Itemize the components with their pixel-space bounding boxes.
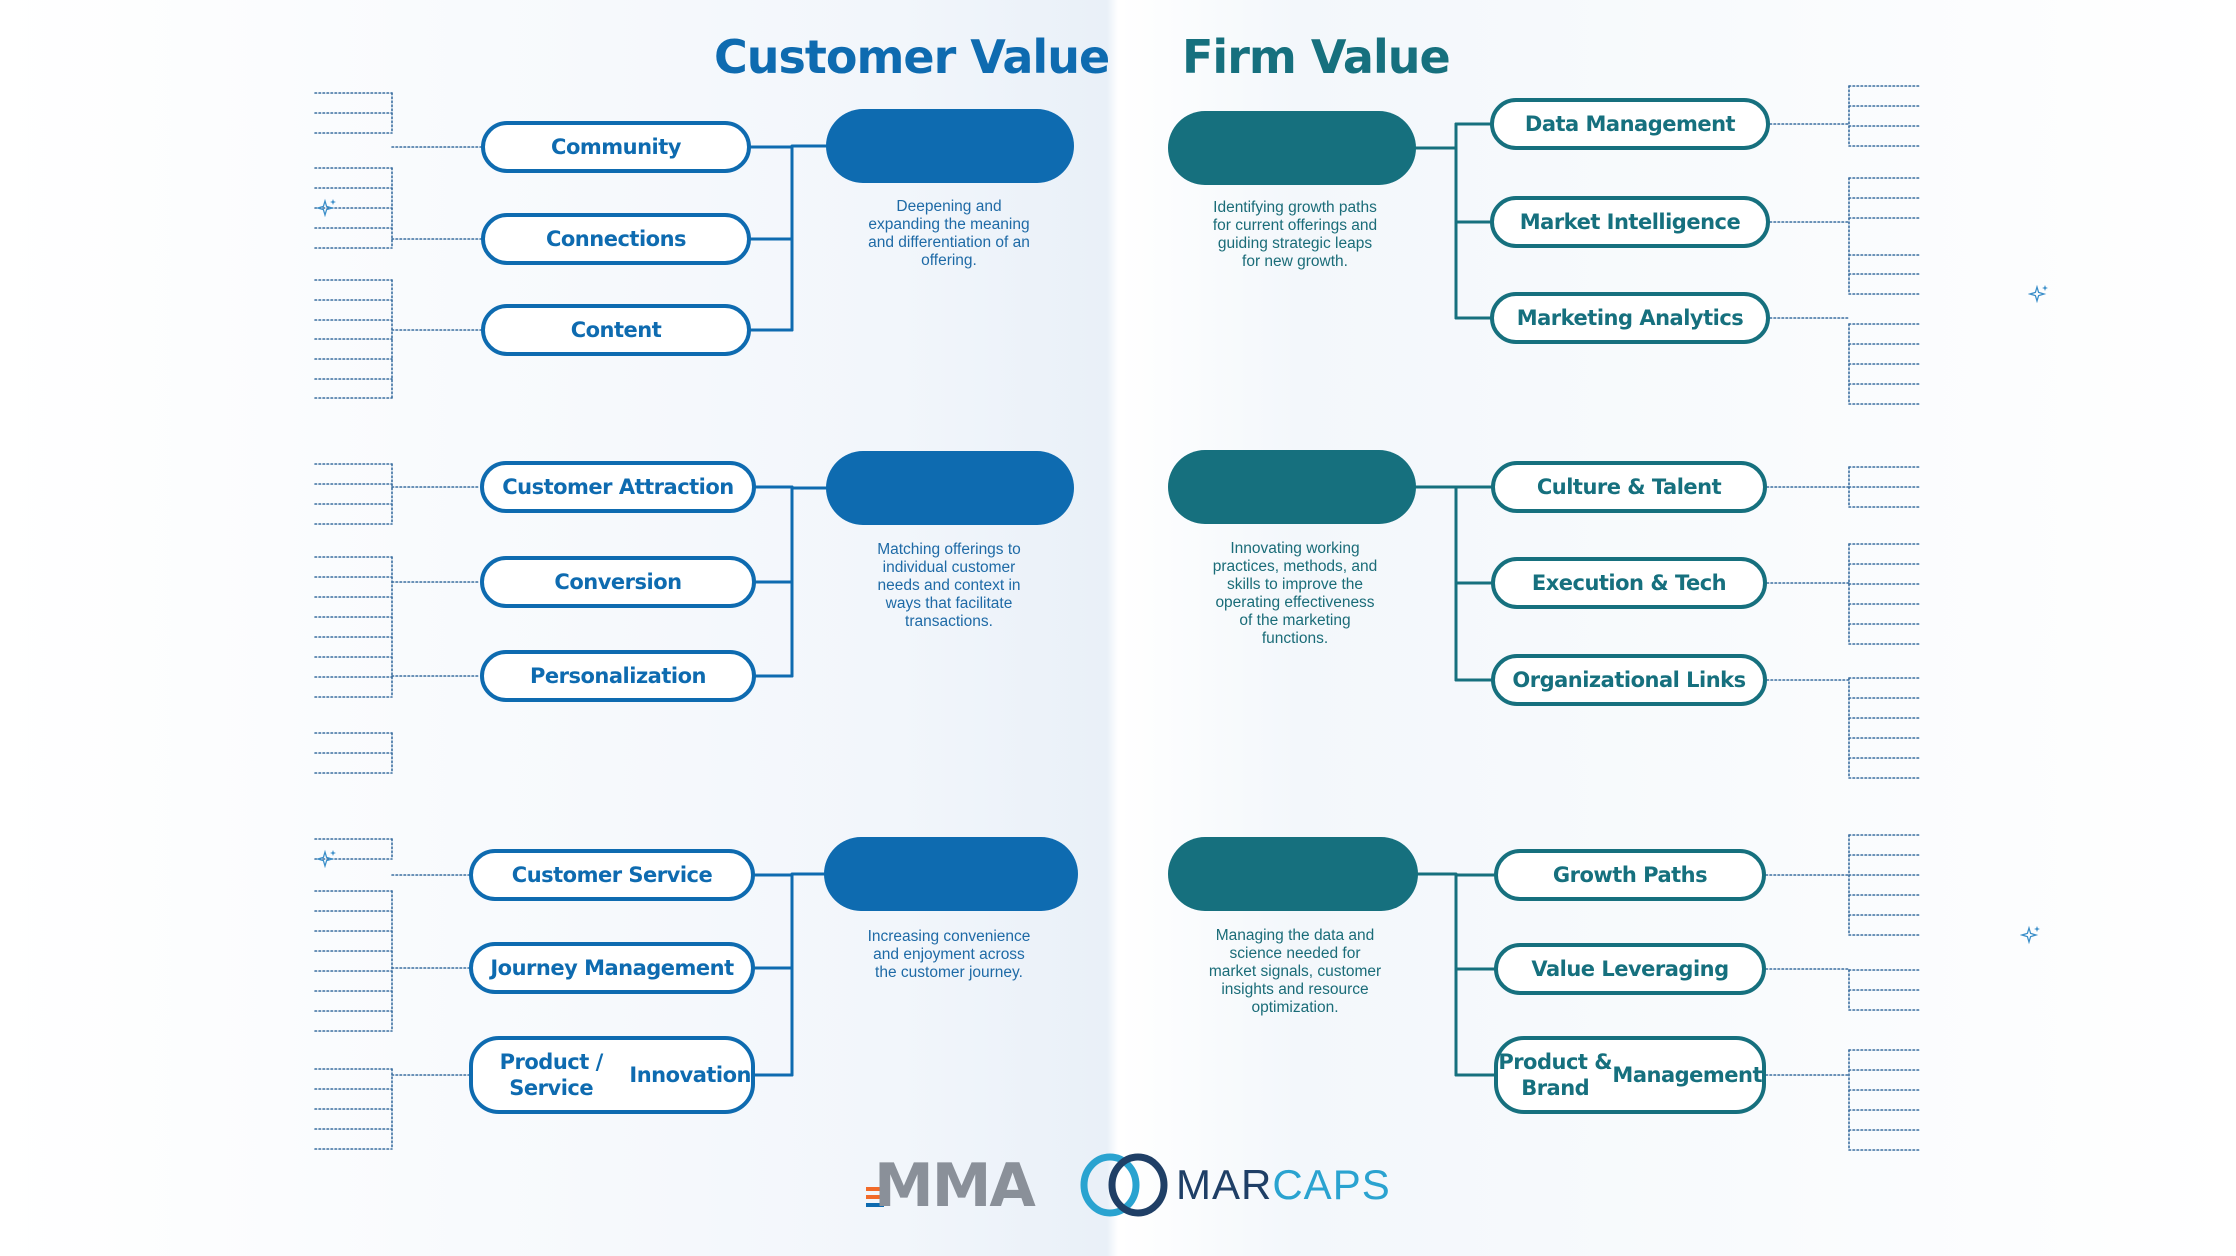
- node-label: Marketing Analytics: [1516, 305, 1744, 330]
- product-service-innovation-node: Product / Service Innovation: [469, 1036, 755, 1114]
- description-line: needs and context in: [877, 577, 1021, 594]
- sparkle-icon: [2019, 925, 2040, 945]
- description-line: practices, methods, and: [1212, 558, 1378, 575]
- customer-attraction-node: Customer Attraction: [480, 461, 756, 513]
- description-line: guiding strategic leaps: [1217, 235, 1373, 252]
- description-line: for current offerings and: [1212, 217, 1378, 234]
- market-intelligence-node: Market Intelligence: [1490, 196, 1770, 248]
- description-line: Managing the data and: [1215, 927, 1375, 944]
- marketing-analytics-node: Marketing Analytics: [1490, 292, 1770, 344]
- experience-hub: [824, 837, 1078, 911]
- community-node: Community: [481, 121, 751, 173]
- node-label: Growth Paths: [1552, 862, 1708, 887]
- mma-logo: MMA: [866, 1151, 1038, 1221]
- growth-paths-node: Growth Paths: [1494, 849, 1766, 901]
- data-management-node: Data Management: [1490, 98, 1770, 150]
- node-label: Culture & Talent: [1536, 474, 1722, 499]
- strategic-hub: [1168, 837, 1418, 911]
- knowledge-hub: [1168, 111, 1416, 185]
- description-line: operating effectiveness: [1215, 594, 1375, 611]
- node-label: Market Intelligence: [1519, 209, 1741, 234]
- description-line: Deepening and: [896, 198, 1002, 215]
- description-line: insights and resource: [1221, 981, 1369, 998]
- exchange-hub: [826, 451, 1074, 525]
- description-line: and enjoyment across: [873, 946, 1025, 963]
- node-label: Management: [1612, 1062, 1762, 1087]
- sparkle-icon: [316, 198, 336, 218]
- customer-value-title: Customer Value: [714, 30, 1110, 84]
- description-line: skills to improve the: [1226, 576, 1364, 593]
- description-line: optimization.: [1251, 999, 1339, 1016]
- description-line: expanding the meaning: [868, 216, 1030, 233]
- personalization-node: Personalization: [480, 650, 756, 702]
- description-line: of the marketing: [1239, 612, 1351, 629]
- description-line: Innovating working: [1230, 540, 1360, 557]
- node-label: Product / Service: [499, 1049, 604, 1100]
- culture-talent-node: Culture & Talent: [1491, 461, 1767, 513]
- description-line: offering.: [921, 252, 977, 269]
- node-label: Content: [570, 317, 662, 342]
- description-line: Matching offerings to: [877, 541, 1021, 558]
- node-label: Execution & Tech: [1531, 570, 1727, 595]
- sparkle-icon: [316, 849, 336, 869]
- content-node: Content: [481, 304, 751, 356]
- journey-management-node: Journey Management: [469, 942, 755, 994]
- organizational-links-node: Organizational Links: [1491, 654, 1767, 706]
- conversion-node: Conversion: [480, 556, 756, 608]
- node-label: Organizational Links: [1512, 667, 1746, 692]
- node-label: Personalization: [530, 663, 706, 688]
- value-leveraging-node: Value Leveraging: [1494, 943, 1766, 995]
- description-line: individual customer: [882, 559, 1016, 576]
- connections-node: Connections: [481, 213, 751, 265]
- node-label: Value Leveraging: [1531, 956, 1729, 981]
- node-label: Connections: [545, 226, 687, 251]
- center-divider: [1121, 0, 1125, 1256]
- description-line: science needed for: [1229, 945, 1361, 962]
- description-line: Increasing convenience: [867, 928, 1031, 945]
- description-line: for new growth.: [1242, 253, 1348, 270]
- execution-tech-node: Execution & Tech: [1491, 557, 1767, 609]
- node-label: Data Management: [1524, 111, 1736, 136]
- description-line: transactions.: [905, 613, 993, 630]
- node-label: Journey Management: [490, 955, 734, 980]
- operational-hub: [1168, 450, 1416, 524]
- node-label: Customer Attraction: [502, 474, 734, 499]
- description-line: functions.: [1261, 630, 1329, 647]
- sparkle-icon: [2028, 284, 2049, 304]
- description-line: market signals, customer: [1208, 963, 1382, 980]
- engagement-hub: [826, 109, 1074, 183]
- node-label: Conversion: [554, 569, 682, 594]
- node-label: Innovation: [629, 1062, 751, 1087]
- description-line: the customer journey.: [875, 964, 1023, 981]
- node-label: Customer Service: [511, 862, 713, 887]
- firm-value-title: Firm Value: [1182, 30, 1451, 84]
- svg-text:MMA: MMA: [874, 1151, 1036, 1221]
- description-line: Identifying growth paths: [1213, 199, 1377, 216]
- marcaps-logo: MARCAPS: [1080, 1153, 1391, 1217]
- description-line: and differentiation of an: [868, 234, 1030, 251]
- svg-text:MARCAPS: MARCAPS: [1176, 1161, 1391, 1208]
- node-label: Product & Brand: [1498, 1049, 1613, 1100]
- description-line: ways that facilitate: [885, 595, 1013, 612]
- node-label: Community: [551, 134, 681, 159]
- customer-service-node: Customer Service: [469, 849, 755, 901]
